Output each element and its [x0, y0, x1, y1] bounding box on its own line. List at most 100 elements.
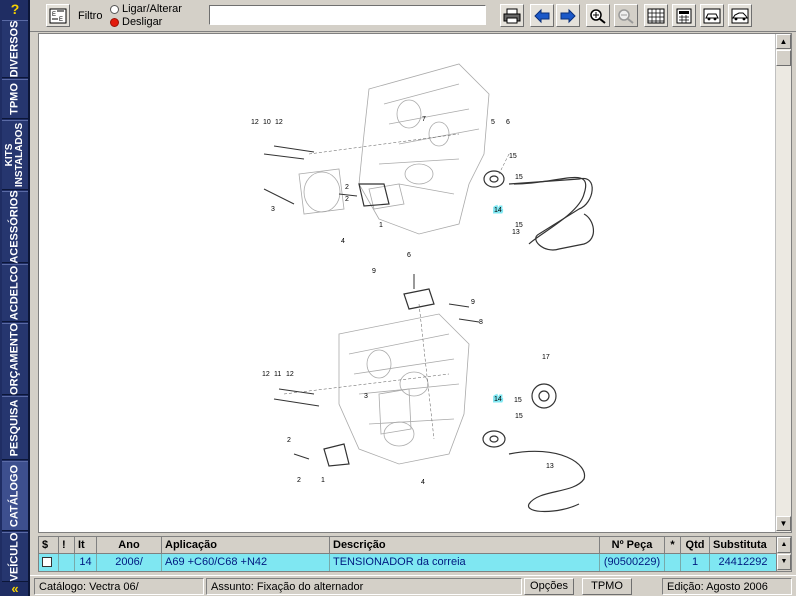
col-header-alert[interactable]: ! — [59, 537, 75, 554]
tab-acessorios[interactable]: ACESSÓRIOS — [2, 190, 28, 264]
zoom-in-button[interactable] — [586, 4, 610, 27]
zoom-out-button[interactable] — [614, 4, 638, 27]
cell-select[interactable] — [39, 554, 59, 571]
belt-and-tensioner — [323, 170, 594, 513]
callout-3[interactable]: 3 — [364, 393, 368, 400]
tab-label: CATÁLOGO — [8, 464, 21, 528]
tab-acdelco[interactable]: ACDELCO — [2, 264, 28, 322]
callout-2[interactable]: 2 — [345, 196, 349, 203]
col-header-aplicacao[interactable]: Aplicação — [162, 537, 330, 554]
calculator-button[interactable] — [672, 4, 696, 27]
tab-label: VEÍCULO — [8, 532, 21, 582]
callout-7[interactable]: 7 — [422, 116, 426, 123]
filter-label: Filtro — [78, 10, 103, 22]
col-header-substituta[interactable]: Substituta — [710, 537, 777, 554]
filter-input[interactable] — [209, 5, 486, 25]
col-header-star[interactable]: * — [665, 537, 681, 554]
callout-12[interactable]: 12 — [286, 371, 294, 378]
radio-ligar-alterar[interactable]: Ligar/Alterar — [110, 3, 182, 15]
row-checkbox[interactable] — [42, 557, 52, 567]
tab-diversos[interactable]: DIVERSOS — [2, 20, 28, 78]
col-header-numero-peca[interactable]: Nº Peça — [600, 537, 665, 554]
col-header-ano[interactable]: Ano — [97, 537, 162, 554]
tpmo-button[interactable]: TPMO — [582, 578, 632, 595]
back-button[interactable] — [530, 4, 554, 27]
tab-orcamento[interactable]: ORÇAMENTO — [2, 323, 28, 395]
scroll-thumb[interactable] — [776, 50, 791, 66]
callout-8[interactable]: 8 — [479, 319, 483, 326]
callout-15[interactable]: 15 — [515, 413, 523, 420]
callout-4[interactable]: 4 — [421, 479, 425, 486]
callout-6[interactable]: 6 — [506, 119, 510, 126]
collapse-double-chevron-icon[interactable]: « — [11, 581, 19, 596]
callout-13[interactable]: 13 — [512, 229, 520, 236]
status-catalogo: Catálogo: Vectra 06/ — [34, 578, 204, 595]
callout-14[interactable]: 14 — [493, 395, 504, 405]
callout-6[interactable]: 6 — [407, 252, 411, 259]
table-row[interactable]: 14 2006/ A69 +C60/C68 +N42 TENSIONADOR d… — [39, 554, 777, 571]
tab-pesquisa[interactable]: PESQUISA — [2, 396, 28, 460]
zoom-in-icon — [590, 8, 606, 24]
forward-button[interactable] — [556, 4, 580, 27]
tab-tpmo[interactable]: TPMO — [2, 79, 28, 119]
callout-1[interactable]: 1 — [379, 222, 383, 229]
tab-catalogo[interactable]: CATÁLOGO — [2, 461, 28, 531]
tab-label: DIVERSOS — [8, 20, 21, 78]
tab-veiculo[interactable]: VEÍCULO — [2, 532, 28, 582]
callout-3[interactable]: 3 — [271, 206, 275, 213]
callout-2[interactable]: 2 — [297, 477, 301, 484]
col-header-price[interactable]: $ — [39, 537, 59, 554]
callout-9[interactable]: 9 — [471, 299, 475, 306]
car-side-button[interactable] — [728, 4, 752, 27]
scroll-down-arrow-icon[interactable]: ▼ — [777, 554, 791, 570]
col-header-item[interactable]: It — [75, 537, 97, 554]
car-icon — [703, 8, 721, 23]
callout-11[interactable]: 11 — [274, 371, 281, 378]
status-bar: Catálogo: Vectra 06/ Assunto: Fixação do… — [30, 575, 796, 596]
callout-10[interactable]: 10 — [263, 119, 271, 126]
scroll-up-arrow-icon[interactable]: ▲ — [777, 537, 791, 553]
radio-label: Ligar/Alterar — [122, 3, 182, 15]
callout-13[interactable]: 13 — [546, 463, 554, 470]
printer-icon — [503, 8, 521, 23]
callout-12[interactable]: 12 — [275, 119, 283, 126]
callout-17[interactable]: 17 — [542, 354, 550, 361]
radio-button[interactable] — [110, 4, 119, 14]
table-view-button[interactable] — [644, 4, 668, 27]
vertical-scrollbar[interactable]: ▲ ▼ — [775, 34, 791, 532]
radio-desligar[interactable]: Desligar — [110, 16, 162, 28]
callout-15[interactable]: 15 — [515, 222, 523, 229]
callout-12[interactable]: 12 — [262, 371, 270, 378]
opcoes-button[interactable]: Opções — [524, 578, 574, 595]
cell-qtd: 1 — [681, 554, 710, 571]
callout-12[interactable]: 12 — [251, 119, 259, 126]
callout-14[interactable]: 14 — [493, 206, 504, 216]
col-header-qtd[interactable]: Qtd — [681, 537, 710, 554]
cell-descricao: TENSIONADOR da correia — [330, 554, 600, 571]
car-back-button[interactable] — [700, 4, 724, 27]
engine-sketch — [298, 63, 490, 465]
car-side-icon — [731, 8, 749, 23]
help-icon[interactable]: ? — [10, 1, 20, 17]
callout-2[interactable]: 2 — [345, 184, 349, 191]
svg-text:E: E — [52, 12, 56, 18]
parts-table: $ ! It Ano Aplicação Descrição Nº Peça *… — [38, 536, 792, 572]
radio-button-selected[interactable] — [110, 17, 119, 27]
scroll-up-arrow-icon[interactable]: ▲ — [776, 34, 791, 49]
table-scrollbar[interactable]: ▲ ▼ — [776, 537, 791, 571]
callout-2[interactable]: 2 — [287, 437, 291, 444]
callout-4[interactable]: 4 — [341, 238, 345, 245]
callout-15[interactable]: 15 — [514, 397, 522, 404]
callout-9[interactable]: 9 — [372, 268, 376, 275]
callout-15[interactable]: 15 — [509, 153, 517, 160]
scroll-down-arrow-icon[interactable]: ▼ — [776, 516, 791, 531]
callout-15[interactable]: 15 — [515, 174, 523, 181]
col-header-descricao[interactable]: Descrição — [330, 537, 600, 554]
callout-5[interactable]: 5 — [491, 119, 495, 126]
callout-1[interactable]: 1 — [321, 477, 325, 484]
print-button[interactable] — [500, 4, 524, 27]
